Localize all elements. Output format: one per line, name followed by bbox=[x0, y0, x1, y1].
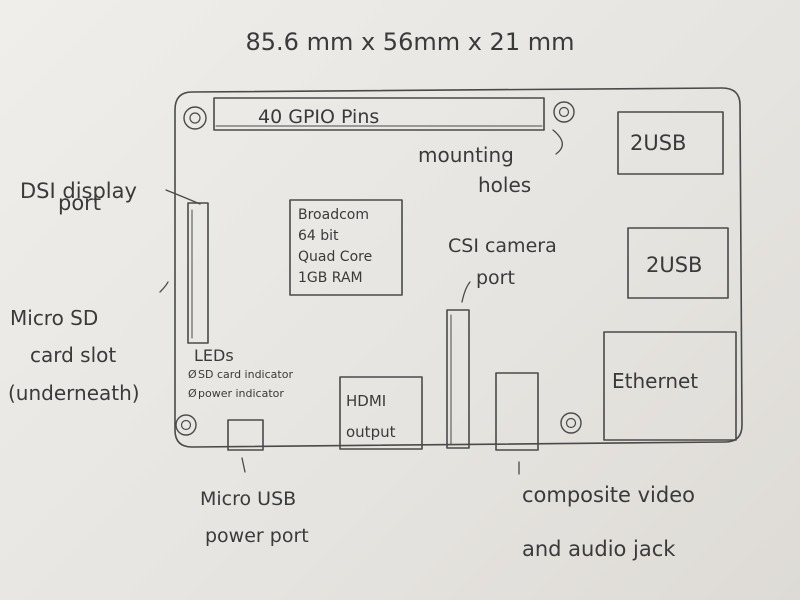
chip-label-1: Broadcom bbox=[298, 207, 369, 223]
leds-label: LEDs bbox=[194, 346, 234, 365]
power-indicator-label: power indicator bbox=[198, 387, 284, 400]
dsi-port bbox=[188, 203, 208, 343]
mounting-leader bbox=[553, 130, 562, 154]
hdmi-label-2: output bbox=[346, 423, 396, 441]
sd-label-1: Micro SD bbox=[10, 306, 98, 330]
mounting-hole-top-left bbox=[184, 107, 206, 129]
hdmi-label-1: HDMI bbox=[346, 392, 386, 410]
power-indicator-dot: Ø bbox=[188, 387, 197, 400]
chip-label-3: Quad Core bbox=[298, 249, 372, 265]
sd-indicator-dot: Ø bbox=[188, 368, 197, 381]
chip-label-2: 64 bit bbox=[298, 228, 339, 244]
dsi-leader bbox=[166, 190, 200, 204]
chip-label-4: 1GB RAM bbox=[298, 270, 363, 286]
csi-label-2: port bbox=[476, 267, 515, 289]
csi-port bbox=[447, 310, 469, 448]
composite-jack bbox=[496, 373, 538, 450]
sd-label-3: (underneath) bbox=[8, 381, 140, 405]
gpio-label: 40 GPIO Pins bbox=[258, 106, 379, 128]
mounting-hole-top-right bbox=[554, 102, 574, 122]
mounting-label-1: mounting bbox=[418, 143, 514, 167]
dimensions-label: 85.6 mm x 56mm x 21 mm bbox=[246, 28, 575, 56]
mounting-hole-bottom-left bbox=[176, 415, 196, 435]
micro-usb-port bbox=[228, 420, 263, 450]
csi-label-1: CSI camera bbox=[448, 235, 557, 257]
sd-leader bbox=[160, 282, 168, 292]
mounting-hole-bottom-right bbox=[561, 413, 581, 433]
ethernet-label: Ethernet bbox=[612, 369, 698, 393]
csi-leader bbox=[462, 282, 470, 302]
sd-indicator-label: SD card indicator bbox=[198, 368, 293, 381]
dsi-label-2: port bbox=[58, 191, 101, 215]
usb-top-label: 2USB bbox=[630, 131, 686, 155]
composite-label-2: and audio jack bbox=[522, 537, 676, 561]
composite-label-1: composite video bbox=[522, 483, 695, 507]
micro-usb-label-1: Micro USB bbox=[200, 488, 296, 510]
usb-bottom-label: 2USB bbox=[646, 253, 702, 277]
micro-usb-leader bbox=[242, 458, 245, 472]
mounting-label-2: holes bbox=[478, 173, 531, 197]
sd-label-2: card slot bbox=[30, 343, 116, 367]
micro-usb-label-2: power port bbox=[205, 525, 309, 547]
